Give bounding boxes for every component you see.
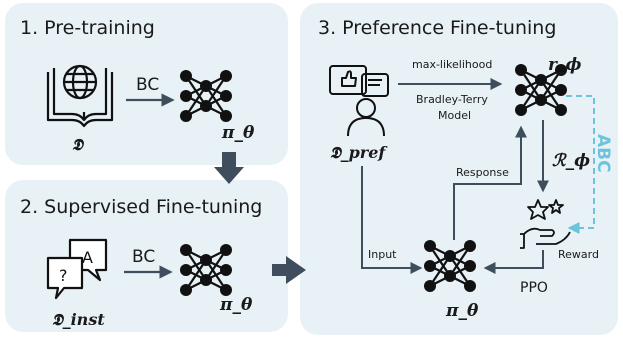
stage2-method-label: BC [132, 247, 155, 267]
arrow-input-to-policy [361, 166, 423, 274]
panel-pretraining [5, 3, 288, 165]
stage-transition-arrow-down [214, 152, 244, 184]
svg-text:?: ? [59, 266, 68, 285]
input-label: Input [368, 248, 397, 261]
arrow-response-to-reward-model [453, 125, 527, 240]
edge-label-model: Model [438, 109, 471, 122]
book-globe-icon [46, 64, 114, 128]
stage2-data-label: 𝕯_inst [52, 310, 105, 329]
reward-edge-label: Reward [558, 248, 599, 261]
ppo-label: PPO [520, 280, 548, 296]
stage-transition-arrow-right [272, 256, 306, 284]
stage1-title: 1. Pre-training [20, 17, 155, 39]
stage1-data-label: 𝕯 [72, 135, 85, 154]
speech-bubbles-icon: A ? [46, 238, 108, 300]
stage3-policy-label: π_θ [445, 301, 479, 321]
stage1-method-label: BC [136, 75, 159, 95]
abc-label: ABC [593, 134, 613, 173]
stage3-data-label: 𝕯_pref [330, 143, 388, 162]
reward-model-label: r_ϕ [548, 55, 581, 75]
svg-text:A: A [82, 248, 93, 267]
reward-function-label: ℛ_ϕ [552, 151, 590, 171]
person-feedback-icon [329, 65, 389, 137]
edge-label-bradley-terry: Bradley-Terry [416, 93, 488, 106]
panel-sft [5, 180, 288, 332]
stage3-title: 3. Preference Fine-tuning [318, 17, 556, 39]
arrow-reward-to-policy [483, 250, 544, 274]
stage2-policy-label: π_θ [219, 295, 253, 315]
stage1-policy-label: π_θ [221, 123, 255, 143]
stage2-title: 2. Supervised Fine-tuning [20, 196, 262, 218]
stars-hand-icon [520, 199, 571, 249]
abc-dashed-arrow [566, 95, 595, 234]
response-label: Response [456, 166, 509, 179]
edge-label-max-likelihood: max-likelihood [412, 58, 492, 71]
